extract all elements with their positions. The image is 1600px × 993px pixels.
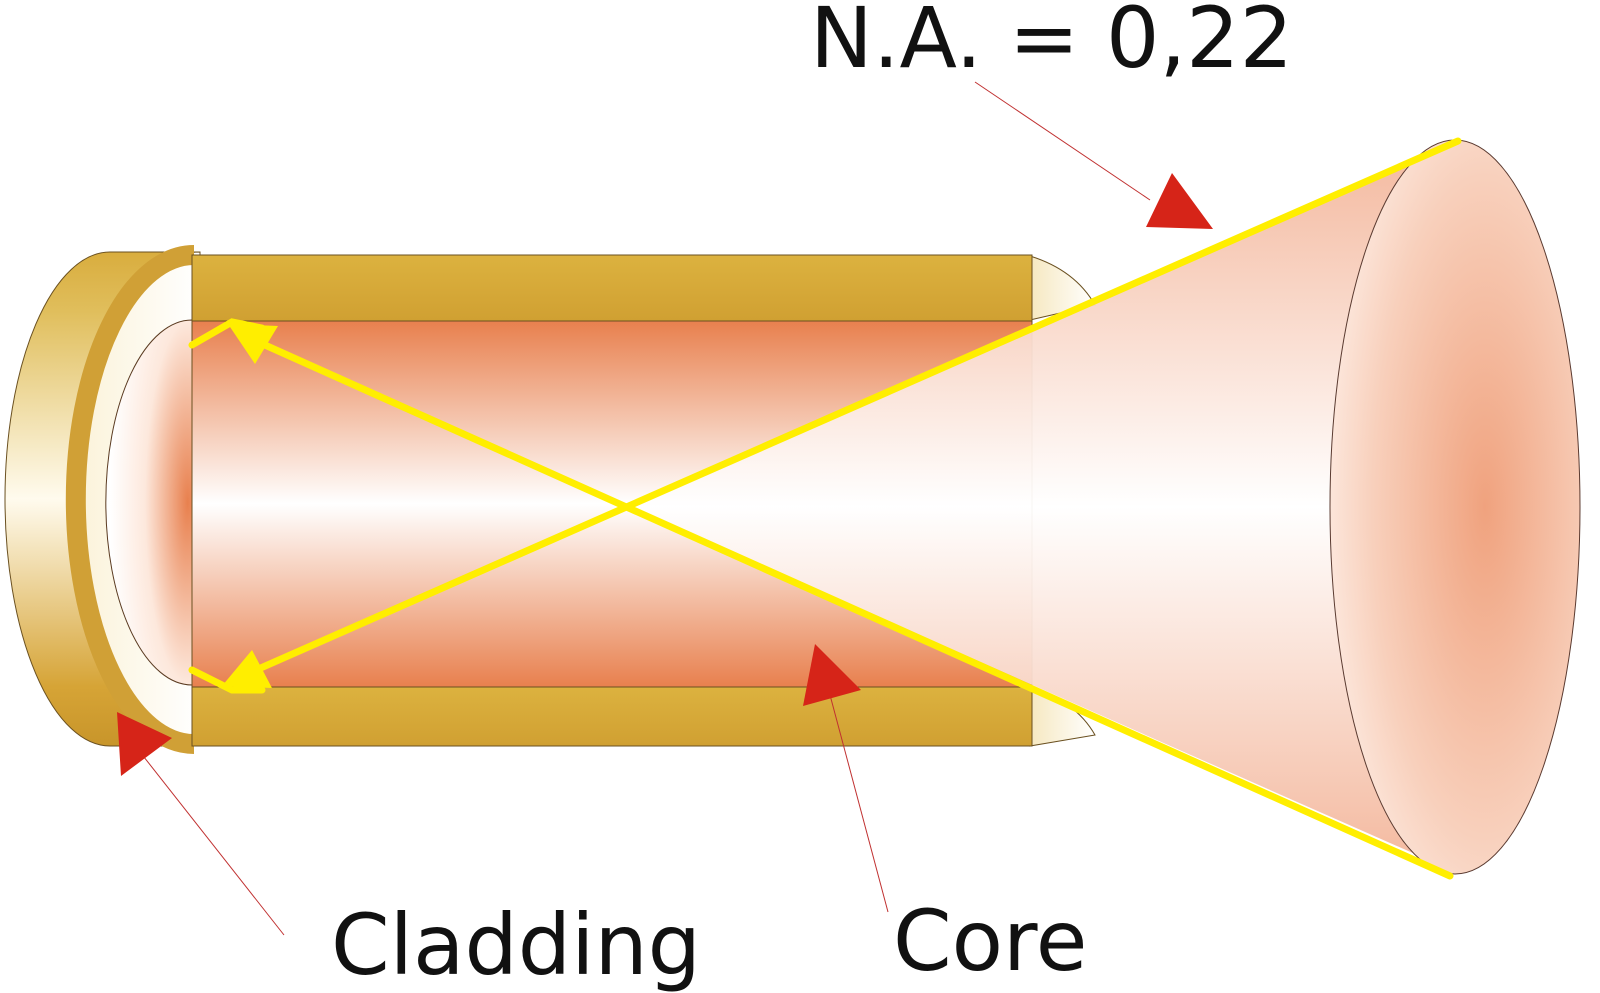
ray-down — [243, 333, 1454, 880]
cladding-bottom-band — [191, 686, 1033, 747]
ray-arrowhead-top — [228, 324, 278, 364]
na-pointer-arrowhead — [1146, 173, 1213, 229]
na-label: N.A. = 0,22 — [810, 0, 1293, 87]
cone-exit-face — [1329, 139, 1581, 875]
cladding-top-band — [191, 254, 1033, 322]
cladding-pointer-arrowhead — [117, 712, 172, 776]
na-pointer-line — [974, 81, 1151, 201]
light-cone — [625, 141, 1458, 873]
core-label: Core — [893, 892, 1087, 990]
core-end-face — [105, 319, 193, 686]
core-pointer-line — [829, 694, 889, 913]
cladding-pointer-line — [139, 751, 285, 936]
ray-arrowhead-bottom — [222, 650, 272, 688]
cladding-label: Cladding — [331, 896, 701, 993]
ray-up — [243, 137, 1462, 678]
core-pointer-arrowhead — [803, 644, 861, 706]
ray-entry-bottom — [188, 666, 266, 694]
cladding-ring-rim — [65, 245, 195, 754]
